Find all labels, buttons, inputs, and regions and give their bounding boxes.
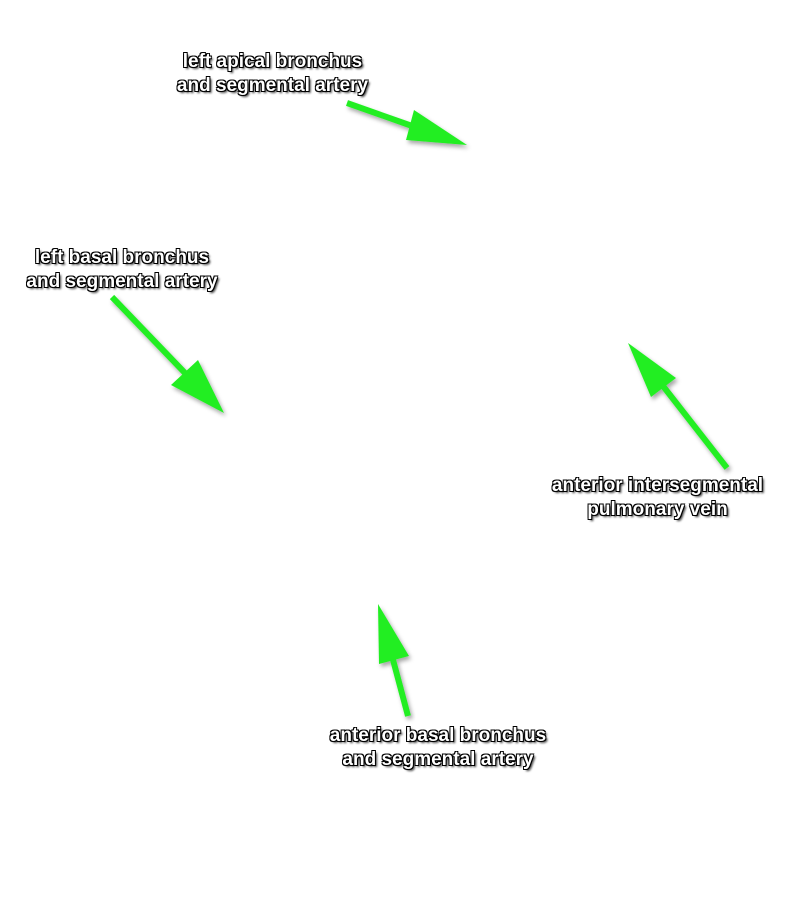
label-line: anterior basal bronchus [329, 725, 547, 746]
label-line: anterior intersegmental [551, 475, 764, 496]
label-anterior-intersegmental-vein: anterior intersegmental pulmonary vein [540, 474, 775, 522]
label-line: left apical bronchus [182, 51, 363, 72]
label-anterior-basal-bronchus: anterior basal bronchus and segmental ar… [318, 724, 558, 772]
label-left-apical-bronchus: left apical bronchus and segmental arter… [160, 50, 385, 98]
label-line: and segmental artery [342, 749, 534, 770]
label-line: and segmental artery [176, 75, 369, 96]
label-left-basal-bronchus: left basal bronchus and segmental artery [12, 246, 232, 294]
arrow-anterior [378, 604, 411, 717]
arrow-basal [109, 294, 224, 413]
label-line: pulmonary vein [587, 499, 728, 520]
label-line: and segmental artery [26, 271, 218, 292]
arrow-apical [346, 100, 467, 145]
label-line: left basal bronchus [34, 247, 210, 268]
arrow-vein [628, 343, 730, 470]
